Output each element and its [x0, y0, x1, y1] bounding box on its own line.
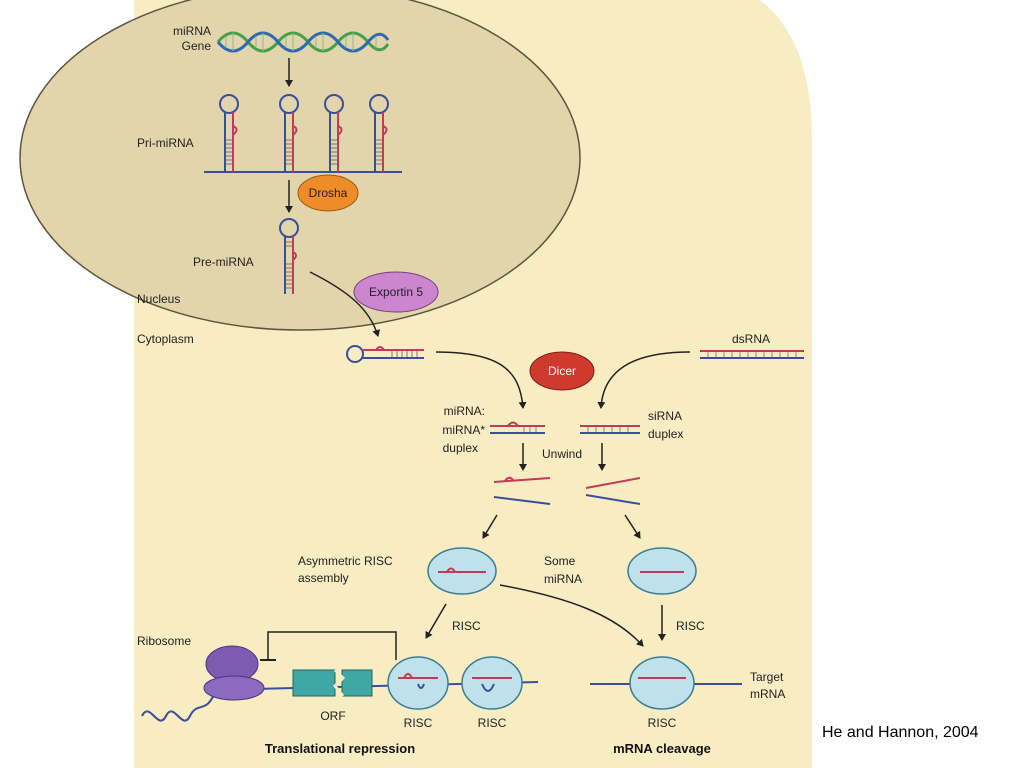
asymmetric-risc-label-2: assembly — [298, 571, 349, 585]
mrna-cleavage-caption: mRNA cleavage — [613, 741, 711, 756]
ribosome — [203, 645, 265, 701]
unwound-sirna-strands — [585, 477, 641, 505]
unwound-mirna-strands — [493, 476, 551, 505]
mirna-gene-label-1: miRNA — [173, 24, 211, 38]
exportin-label: Exportin 5 — [369, 285, 423, 299]
risc-bound-1 — [387, 656, 449, 710]
arrow-to-risc-left — [482, 514, 498, 539]
risc-bottom-label-3: RISC — [648, 716, 677, 730]
pri-mirna-hairpin — [324, 94, 344, 172]
sirna-duplex-label-2: duplex — [648, 427, 683, 441]
dsrna-label: dsRNA — [732, 332, 770, 346]
arrow-risc-to-repression — [425, 603, 447, 639]
dicer-enzyme — [529, 351, 595, 391]
pri-mirna-hairpin — [219, 94, 239, 172]
mrna-tail-wavy — [141, 689, 217, 722]
pri-mirna-hairpins — [219, 94, 389, 172]
orf-block — [292, 668, 373, 697]
arrow-to-risc-right — [624, 514, 641, 539]
mirna-duplex-label-3: duplex — [443, 441, 478, 455]
drosha-label: Drosha — [309, 186, 348, 200]
mirna-duplex — [490, 421, 545, 434]
arrow-risc-to-cleavage — [499, 584, 644, 647]
orf-label: ORF — [320, 709, 345, 723]
cytoplasmic-pre-mirna — [346, 345, 424, 363]
target-mrna-label-2: mRNA — [750, 687, 785, 701]
risc-arrow-right-label: RISC — [676, 619, 705, 633]
mirna-duplex-label-2: miRNA* — [442, 423, 485, 437]
risc-bottom-label-2: RISC — [478, 716, 507, 730]
arrow-export — [309, 271, 381, 337]
sirna-duplex-label-1: siRNA — [648, 409, 682, 423]
arrow-dsrna-to-sirna — [597, 351, 691, 409]
inhibition-line — [267, 631, 397, 660]
risc-cleavage-complex — [629, 656, 695, 710]
nucleus — [19, 0, 581, 331]
risc-bound-2 — [461, 656, 523, 710]
risc-complex-mirna — [427, 547, 497, 595]
dicer-label: Dicer — [548, 364, 576, 378]
cytoplasm-label: Cytoplasm — [137, 332, 194, 346]
unwind-label: Unwind — [542, 447, 582, 461]
pre-mirna-hairpin — [279, 218, 299, 294]
pri-mirna-hairpin — [369, 94, 389, 172]
risc-bottom-label-1: RISC — [404, 716, 433, 730]
exportin-5 — [353, 271, 439, 313]
translational-repression-caption: Translational repression — [265, 741, 415, 756]
sirna-duplex — [580, 425, 640, 434]
pri-mirna-hairpin — [279, 94, 299, 172]
drosha-enzyme — [297, 174, 359, 212]
dsrna-strands — [700, 350, 804, 359]
nucleus-label: Nucleus — [137, 292, 180, 306]
mirna-duplex-label-1: miRNA: — [444, 404, 485, 418]
ribosome-label: Ribosome — [137, 634, 191, 648]
dna-helix — [216, 31, 390, 53]
some-mirna-label-2: miRNA — [544, 572, 582, 586]
target-mrna-label-1: Target — [750, 670, 784, 684]
asymmetric-risc-label-1: Asymmetric RISC — [298, 554, 393, 568]
pri-mirna-label: Pri-miRNA — [137, 136, 194, 150]
mirna-gene-label-2: Gene — [182, 39, 212, 53]
risc-complex-sirna — [627, 547, 697, 595]
arrow-pre-to-duplex — [435, 351, 527, 409]
some-mirna-label-1: Some — [544, 554, 576, 568]
citation: He and Hannon, 2004 — [822, 724, 979, 741]
pre-mirna-label: Pre-miRNA — [193, 255, 254, 269]
risc-arrow-left-label: RISC — [452, 619, 481, 633]
